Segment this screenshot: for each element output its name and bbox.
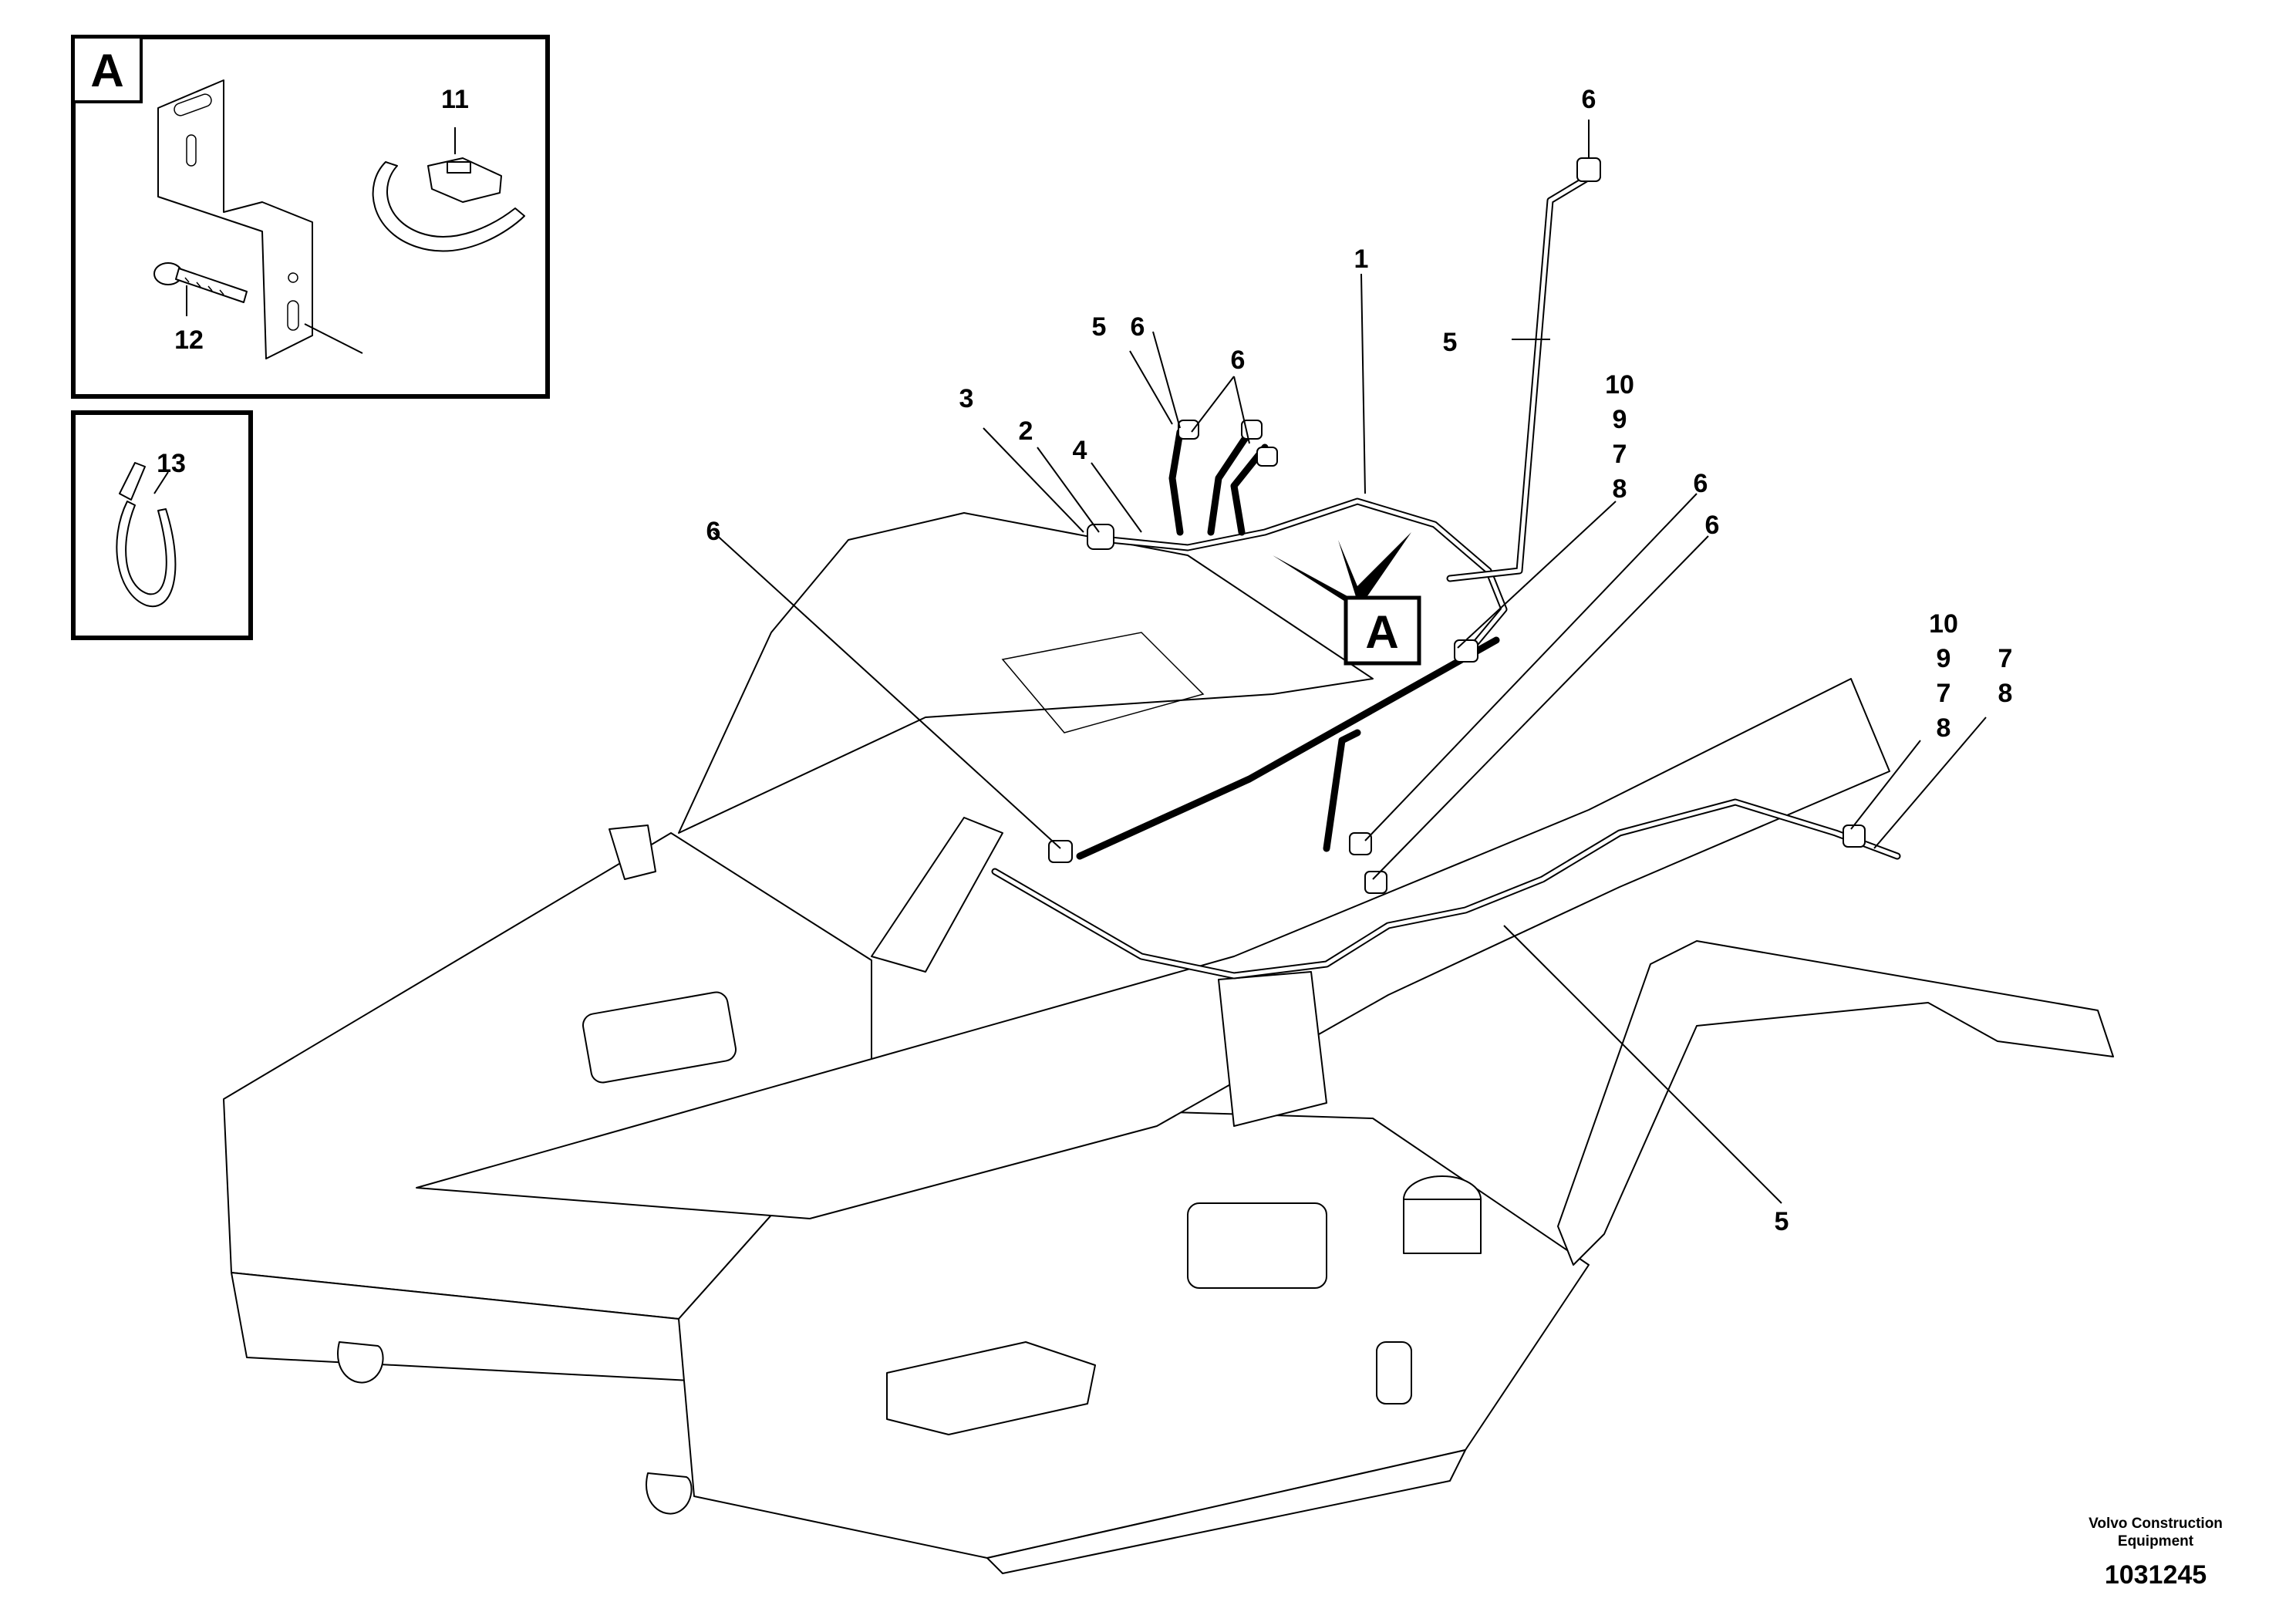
hose-clamp xyxy=(372,127,525,252)
callout-stack-far-right-7: 7 xyxy=(1998,644,2013,673)
callout-6-right-b: 6 xyxy=(1705,511,1720,540)
callout-6-top: 6 xyxy=(1582,85,1596,114)
callout-12: 12 xyxy=(174,325,204,355)
callout-stack-far-right-8: 8 xyxy=(1998,679,2013,708)
callouts: 1 2 3 4 5 5 5 6 6 6 6 6 6 10 9 7 8 10 9 … xyxy=(706,85,2013,1236)
callout-6-mid-b: 6 xyxy=(1231,346,1246,375)
drawing-number: 1031245 xyxy=(2105,1560,2207,1590)
callout-stack-mid-7: 7 xyxy=(1613,440,1627,469)
callout-5-upper-mid: 5 xyxy=(1092,312,1107,342)
footer: Volvo Construction Equipment 1031245 xyxy=(2089,1516,2223,1590)
detail-view-a-letter: A xyxy=(90,45,123,96)
callout-stack-mid-8: 8 xyxy=(1613,474,1627,504)
brand-line-1: Volvo Construction xyxy=(2089,1516,2223,1532)
mounting-bracket xyxy=(157,79,363,359)
detail-view-a: A 11 12 xyxy=(71,35,550,399)
view-a-marker: A xyxy=(1273,532,1421,666)
brand-line-2: Equipment xyxy=(2118,1533,2194,1549)
callout-2: 2 xyxy=(1019,416,1033,446)
callout-3: 3 xyxy=(959,384,974,413)
flange-bolt xyxy=(153,262,248,316)
callout-stack-right-7: 7 xyxy=(1937,679,1951,708)
detail-view-cable-tie: 13 xyxy=(71,410,253,640)
callout-stack-right-10: 10 xyxy=(1929,609,1958,639)
callout-13: 13 xyxy=(157,449,186,478)
callout-5-lower: 5 xyxy=(1775,1207,1789,1236)
callout-1: 1 xyxy=(1354,244,1369,274)
callout-stack-right-9: 9 xyxy=(1937,644,1951,673)
callout-6-mid-a: 6 xyxy=(1131,312,1145,342)
callout-stack-mid-9: 9 xyxy=(1613,405,1627,434)
callout-stack-mid-10: 10 xyxy=(1605,370,1634,400)
callout-stack-right-8: 8 xyxy=(1937,713,1951,743)
callout-5-upper-right: 5 xyxy=(1443,328,1458,357)
callout-11: 11 xyxy=(441,85,469,114)
callout-4: 4 xyxy=(1073,436,1087,465)
callout-6-left: 6 xyxy=(706,517,721,546)
view-a-marker-letter: A xyxy=(1365,606,1398,658)
callout-6-right-a: 6 xyxy=(1694,469,1708,498)
leader-lines xyxy=(713,120,1987,1204)
machine-frame xyxy=(223,512,2114,1574)
